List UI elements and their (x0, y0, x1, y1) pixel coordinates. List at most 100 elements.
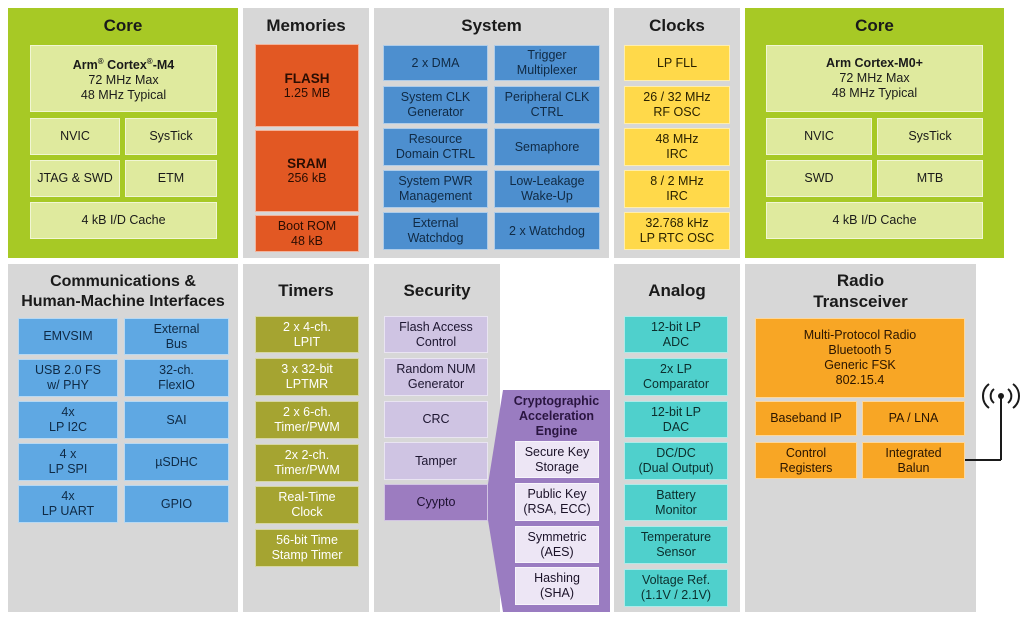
sram-size: 256 kB (287, 171, 327, 185)
m4-etm: ETM (125, 160, 217, 197)
comms-gpio: GPIO (124, 485, 229, 523)
clock-8mhz-irc: 8 / 2 MHz IRC (624, 170, 730, 208)
m0-mtb: MTB (877, 160, 983, 197)
crypto-secure-key: Secure Key Storage (515, 441, 599, 478)
comms-flexio: 32-ch. FlexIO (124, 359, 229, 397)
memories-panel: Memories FLASH 1.25 MB SRAM 256 kB Boot … (243, 8, 369, 258)
cortex-m4-block: Arm® Cortex®-M4 72 MHz Max 48 MHz Typica… (30, 45, 217, 112)
flash-label: FLASH (284, 70, 330, 86)
timer-lptmr: 3 x 32-bit LPTMR (255, 358, 359, 396)
m4-systick: SysTick (125, 118, 217, 155)
clock-48mhz-irc: 48 MHz IRC (624, 128, 730, 166)
crypto-connector-shape (488, 390, 503, 612)
core-m0-panel: Core Arm Cortex-M0+ 72 MHz Max 48 MHz Ty… (745, 8, 1004, 258)
crypto-engine-panel: Cryptographic Acceleration Engine Secure… (503, 390, 610, 612)
radio-panel: Radio Transceiver Multi-Protocol Radio B… (745, 264, 976, 612)
flash-block: FLASH 1.25 MB (255, 44, 359, 127)
comms-usb: USB 2.0 FS w/ PHY (18, 359, 118, 397)
system-ext-watchdog: External Watchdog (383, 212, 488, 250)
radio-pa-lna: PA / LNA (862, 401, 965, 436)
radio-title: Radio Transceiver (813, 271, 908, 311)
system-semaphore: Semaphore (494, 128, 600, 166)
sram-block: SRAM 256 kB (255, 130, 359, 212)
cortex-m4-name: Arm® Cortex®-M4 (72, 56, 175, 73)
radio-integrated-balun: Integrated Balun (862, 442, 965, 479)
security-crypto: Cyypto (384, 484, 488, 521)
system-resource-domain: Resource Domain CTRL (383, 128, 488, 166)
timer-2ch-pwm: 2x 2-ch. Timer/PWM (255, 444, 359, 482)
clock-rf-osc: 26 / 32 MHz RF OSC (624, 86, 730, 124)
m4-cache: 4 kB I/D Cache (30, 202, 217, 239)
core-m0-title: Core (855, 16, 894, 35)
radio-protocol-block: Multi-Protocol Radio Bluetooth 5 Generic… (755, 318, 965, 398)
analog-temp-sensor: Temperature Sensor (624, 526, 728, 564)
analog-comparator: 2x LP Comparator (624, 358, 728, 396)
analog-dcdc: DC/DC (Dual Output) (624, 442, 728, 480)
analog-dac: 12-bit LP DAC (624, 401, 728, 438)
security-tamper: Tamper (384, 442, 488, 480)
analog-adc: 12-bit LP ADC (624, 316, 728, 353)
security-rng: Random NUM Generator (384, 358, 488, 396)
system-pwr-mgmt: System PWR Management (383, 170, 488, 208)
crypto-hashing: Hashing (SHA) (515, 567, 599, 605)
core-m4-title: Core (103, 16, 143, 35)
cortex-m0-typ-freq: 48 MHz Typical (831, 86, 918, 100)
flash-size: 1.25 MB (283, 85, 331, 100)
security-crc: CRC (384, 401, 488, 438)
timer-rtc: Real-Time Clock (255, 486, 359, 524)
cortex-m0-max-freq: 72 MHz Max (839, 71, 910, 85)
analog-panel: Analog 12-bit LP ADC 2x LP Comparator 12… (614, 264, 740, 612)
comms-sai: SAI (124, 401, 229, 439)
cortex-m4-typ-freq: 48 MHz Typical (80, 88, 167, 103)
cortex-m4-max-freq: 72 MHz Max (88, 73, 159, 88)
comms-usdhc: µSDHC (124, 443, 229, 481)
system-panel: System 2 x DMA Trigger Multiplexer Syste… (374, 8, 609, 258)
analog-voltage-ref: Voltage Ref. (1.1V / 2.1V) (624, 569, 728, 607)
clock-lp-fll: LP FLL (624, 45, 730, 81)
cortex-m0-block: Arm Cortex-M0+ 72 MHz Max 48 MHz Typical (766, 45, 983, 112)
analog-battery-monitor: Battery Monitor (624, 484, 728, 521)
clocks-panel: Clocks LP FLL 26 / 32 MHz RF OSC 48 MHz … (614, 8, 740, 258)
system-low-leakage: Low-Leakage Wake-Up (494, 170, 600, 208)
m0-nvic: NVIC (766, 118, 872, 155)
m0-swd: SWD (766, 160, 872, 197)
m0-cache: 4 kB I/D Cache (766, 202, 983, 239)
comms-lp-spi: 4 x LP SPI (18, 443, 118, 481)
timer-timestamp: 56-bit Time Stamp Timer (255, 529, 359, 567)
boot-rom-block: Boot ROM 48 kB (255, 215, 359, 252)
system-peripheral-clk: Peripheral CLK CTRL (494, 86, 600, 124)
analog-title: Analog (648, 281, 706, 300)
security-flash-access: Flash Access Control (384, 316, 488, 353)
system-watchdog: 2 x Watchdog (494, 212, 600, 250)
system-title: System (461, 16, 522, 35)
comms-external-bus: External Bus (124, 318, 229, 355)
comms-lp-i2c: 4x LP I2C (18, 401, 118, 439)
system-dma: 2 x DMA (383, 45, 488, 81)
crypto-symmetric: Symmetric (AES) (515, 526, 599, 563)
core-m4-panel: Core Arm® Cortex®-M4 72 MHz Max 48 MHz T… (8, 8, 238, 258)
sram-label: SRAM (287, 156, 327, 171)
timers-title: Timers (278, 281, 334, 300)
crypto-public-key: Public Key (RSA, ECC) (515, 483, 599, 521)
radio-control-registers: Control Registers (755, 442, 857, 479)
comms-emvsim: EMVSIM (18, 318, 118, 355)
timer-6ch-pwm: 2 x 6-ch. Timer/PWM (255, 401, 359, 439)
radio-baseband: Baseband IP (755, 401, 857, 436)
m0-systick: SysTick (877, 118, 983, 155)
comms-panel: Communications & Human-Machine Interface… (8, 264, 238, 612)
security-title: Security (403, 281, 471, 300)
system-clk-generator: System CLK Generator (383, 86, 488, 124)
security-panel: Security Flash Access Control Random NUM… (374, 264, 500, 612)
cortex-m0-name: Arm Cortex-M0+ (826, 56, 923, 70)
timers-panel: Timers 2 x 4-ch. LPIT 3 x 32-bit LPTMR 2… (243, 264, 369, 612)
crypto-engine-title: Cryptographic Acceleration Engine (513, 394, 600, 438)
comms-title: Communications & Human-Machine Interface… (21, 273, 225, 310)
system-trigger-mux: Trigger Multiplexer (494, 45, 600, 81)
comms-lp-uart: 4x LP UART (18, 485, 118, 523)
clocks-title: Clocks (649, 16, 705, 35)
timer-lpit: 2 x 4-ch. LPIT (255, 316, 359, 353)
m4-jtag-swd: JTAG & SWD (30, 160, 120, 197)
clock-rtc-osc: 32.768 kHz LP RTC OSC (624, 212, 730, 250)
